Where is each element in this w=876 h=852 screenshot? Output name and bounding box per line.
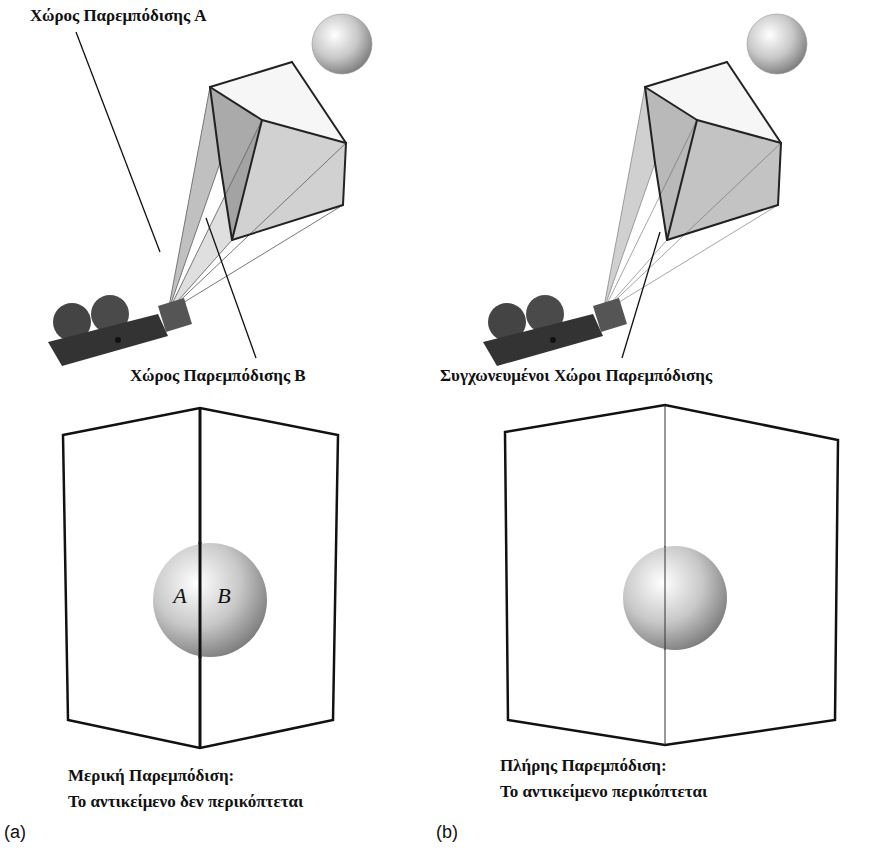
occlusion-volume-b [168,120,346,312]
leader-line [622,232,660,358]
sphere: AB [152,542,268,658]
camera-dot [115,337,121,343]
leader-line [206,218,256,358]
panel-tag: (a) [4,822,26,842]
label: Μερική Παρεμπόδιση: [68,766,234,786]
label: Το αντικείμενο δεν περικόπτεται [68,792,303,812]
cube-edge [667,205,778,240]
cube-edge [210,62,292,87]
cube-outline [63,408,338,748]
camera-lens [593,298,627,332]
cube-outline [505,405,838,745]
cube-edge [232,205,343,240]
label: Χώρος Παρεμπόδισης A [30,6,207,26]
label: Χώρος Παρεμπόδισης B [130,366,306,386]
cube-edge [645,62,727,87]
frustum-edge [603,143,781,312]
frustum-edge [168,143,346,312]
cube-edge [665,546,666,650]
scene-3d [483,14,807,366]
camera [483,295,627,366]
cube-edge [655,163,667,240]
frustum-edge [168,205,343,312]
cube-edge [778,143,781,205]
cube-edge [232,120,262,240]
cube-edge [199,542,202,658]
frustum-edge [603,205,778,312]
camera-dot [550,337,556,343]
region-letter: A [173,584,186,608]
cube-edge [199,408,202,748]
cube-edge [210,87,220,163]
panel-tag: (b) [436,822,458,842]
cube-edge [220,163,232,240]
sphere-shape [152,542,268,658]
label: Πλήρης Παρεμπόδιση: [500,756,667,776]
frustum-edge [603,163,655,312]
camera-body [48,314,168,366]
region-letter: B [217,584,230,608]
camera-lens [158,298,192,332]
label: Το αντικείμενο περικόπτεται [500,782,707,802]
camera-body [483,314,603,366]
frustum-edge [168,163,220,312]
sphere [623,546,727,650]
sphere [747,14,807,74]
sphere [153,543,267,657]
cube-edge [645,87,697,120]
cube-edge [343,143,346,205]
cube-edge [697,120,781,143]
occlusion-volume [603,87,781,312]
sphere [312,14,372,74]
cube-edge [645,87,655,163]
label: Συγχωνευμένοι Χώροι Παρεμπόδισης [440,366,712,386]
cube-edge [667,120,697,240]
camera [48,295,192,366]
cube-edge [665,405,666,745]
cube-edge [210,87,262,120]
cube-edge [262,120,346,143]
scene-3d [48,14,372,366]
leader-line [76,32,160,252]
